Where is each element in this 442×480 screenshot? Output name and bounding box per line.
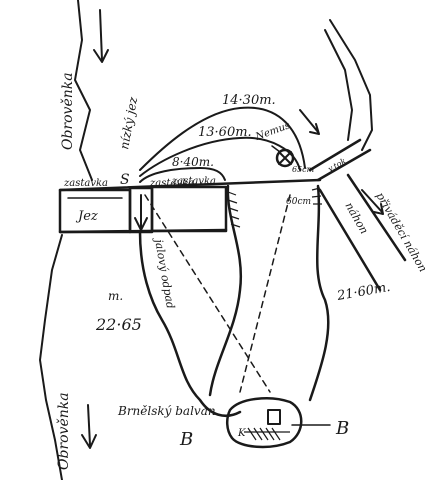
bypass-arrow — [134, 194, 148, 231]
headrace-lower-bank — [318, 173, 407, 292]
turbine-symbol — [275, 148, 295, 168]
right-river-bank — [324, 19, 373, 151]
turbine-pointer — [271, 145, 281, 153]
dashed-line-right — [239, 194, 291, 393]
k-mark: K — [237, 428, 246, 439]
bypass-channel — [138, 230, 242, 417]
river-label-bottom: Obrověnka — [56, 392, 72, 470]
river-label-top: Obrověnka — [60, 72, 76, 150]
right-channel-upper-label: přiváděcí náhon — [373, 190, 429, 274]
arc-8-40 — [139, 167, 226, 183]
measure-mid-arc: 13·60m. — [198, 125, 252, 140]
letter-b-right: B — [335, 418, 349, 439]
measure-left-length: 22·65 — [95, 315, 142, 334]
bypass-label: jalový odpad — [152, 235, 178, 309]
measure-left-prefix: m. — [108, 289, 123, 303]
sluice-gate-middle — [150, 185, 228, 233]
mill-label: Brnělský balvan — [117, 404, 216, 418]
stav-label: nízký jez — [117, 95, 140, 150]
measure-right-length: 21·60m. — [335, 280, 391, 304]
weir-label: Jez — [75, 209, 98, 224]
mill-hatching — [244, 427, 290, 441]
left-river-arrow-bottom — [81, 404, 97, 449]
channel-top-line — [58, 178, 322, 192]
headrace-upper-bank — [308, 138, 372, 182]
turbine-cross — [278, 151, 292, 165]
lower-sluice-label: zastavka — [171, 176, 216, 187]
left-river-arrow-top — [93, 9, 109, 63]
bank-hatching — [227, 187, 322, 228]
measure-top-arc: 14·30m. — [222, 93, 276, 108]
headrace-arrow — [361, 189, 384, 215]
left-sluice-label: zastavka — [63, 178, 108, 189]
measure-small-b: 60cm — [286, 197, 311, 207]
measure-short-arc: 8·40m. — [172, 155, 214, 169]
dashed-line-left — [144, 194, 271, 393]
middle-sluice-label: zastavka — [149, 178, 194, 189]
right-river-arrow — [299, 109, 320, 135]
right-channel-lower-label: náhon — [342, 200, 370, 236]
tailrace-right-bank — [308, 184, 330, 402]
mill-outline — [226, 397, 303, 449]
letter-s: S — [120, 172, 130, 188]
letter-b-left: B — [179, 429, 193, 450]
arc-14-30 — [139, 106, 306, 171]
measure-small-a: 65cm — [292, 165, 315, 174]
turbine-label: Nemus — [253, 120, 291, 143]
left-river-bank — [39, 0, 93, 480]
mill-inner-box — [267, 409, 281, 425]
